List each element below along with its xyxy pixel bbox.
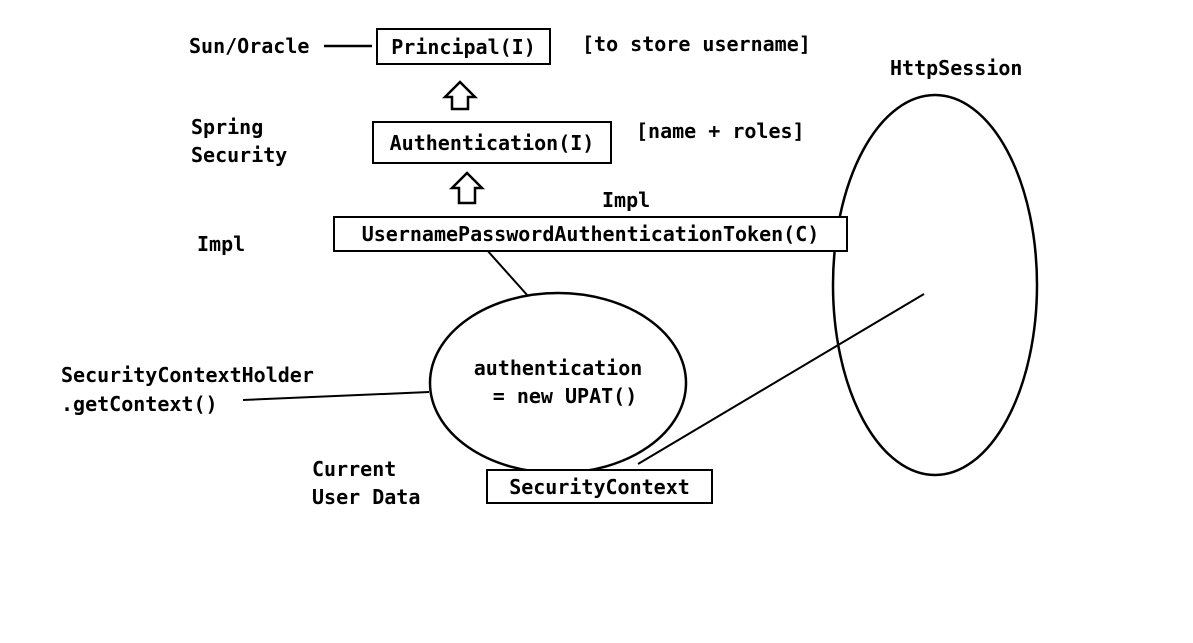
ellipse-text-authentication: authentication (473, 356, 643, 380)
current-user-data-label-line1: Current (312, 457, 397, 481)
authentication-interface-box: Authentication(I) (372, 121, 612, 164)
username-password-token-class-box: UsernamePasswordAuthenticationToken(C) (333, 216, 848, 252)
spring-security-label-line2: Security (191, 143, 288, 167)
http-session-ellipse (831, 93, 1039, 477)
name-roles-annotation: [name + roles] (636, 119, 805, 143)
security-context-box: SecurityContext (486, 469, 713, 504)
impl-label-left: Impl (197, 232, 246, 256)
store-username-annotation: [to store username] (582, 32, 811, 56)
context-to-session-connector (637, 293, 925, 465)
token-to-authentication-connector (485, 248, 529, 297)
http-session-label: HttpSession (890, 56, 1023, 80)
sun-oracle-label: Sun/Oracle (189, 34, 310, 58)
spring-security-label-line1: Spring (191, 115, 264, 139)
impl-label-top: Impl (602, 188, 651, 212)
principal-interface-box: Principal(I) (376, 28, 551, 65)
get-context-label: .getContext() (61, 392, 218, 416)
current-user-data-label-line2: User Data (312, 485, 421, 509)
inherit-arrow-token-to-authentication (448, 171, 486, 205)
security-context-holder-label: SecurityContextHolder (61, 363, 314, 387)
inherit-arrow-authentication-to-principal (441, 80, 479, 111)
ellipse-text-new-upat: = new UPAT() (492, 384, 638, 408)
holder-to-context-connector (242, 391, 430, 401)
